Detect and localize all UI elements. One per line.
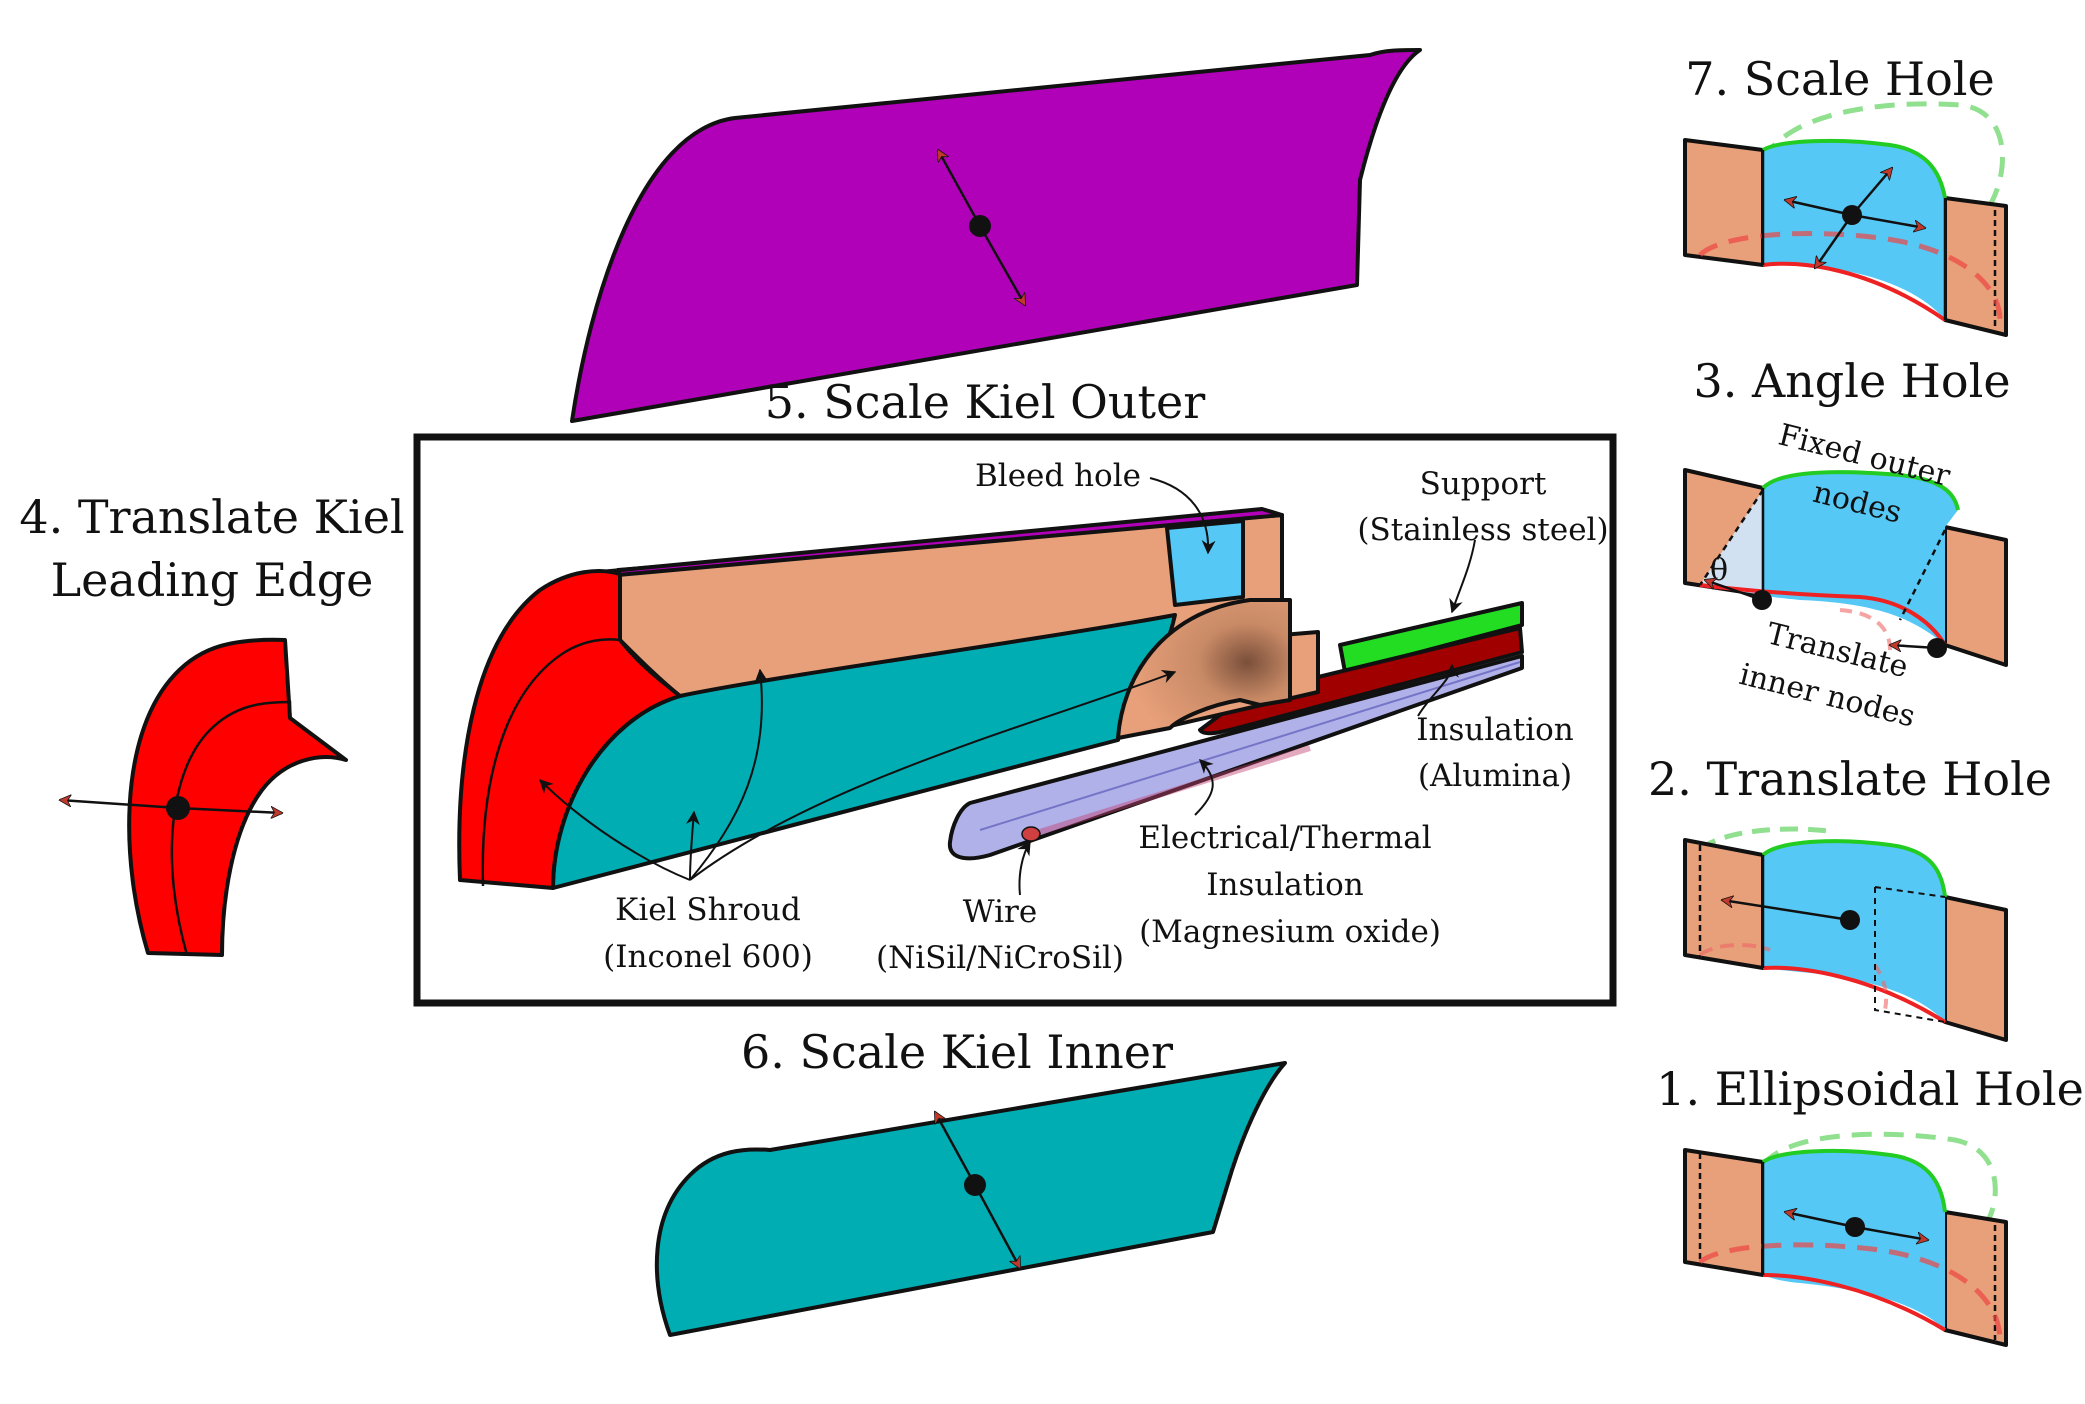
translate-hole-bottom-edge — [1762, 965, 1947, 1024]
outer-scale-center-dot — [969, 215, 991, 237]
scale-hole-panel: 7. Scale Hole — [1683, 52, 2008, 337]
scale-hole-top-edge — [1761, 138, 1947, 199]
scale-kiel-outer-panel: 5. Scale Kiel Outer — [570, 48, 1422, 429]
scale-hole-center-dot — [1842, 205, 1862, 225]
kiel-label-2: (Inconel 600) — [603, 939, 813, 975]
kiel-leader-1 — [539, 779, 691, 881]
kiel-label-1: Kiel Shroud — [615, 892, 801, 928]
scale-hole-left-block — [1683, 138, 1765, 267]
kiel-leader-2 — [685, 810, 700, 881]
angle-hole-right-block — [1943, 525, 2008, 667]
translate-hole-title: 2. Translate Hole — [1648, 752, 2052, 806]
insulation-label-2: (Alumina) — [1418, 758, 1572, 794]
kiel-cross-section — [1116, 598, 1292, 740]
angle-hole-panel: 3. Angle Hole θ Fixed outer nodes Transl… — [1683, 354, 2011, 734]
wire-label-2: (NiSil/NiCroSil) — [876, 940, 1124, 976]
elec-label-3: (Magnesium oxide) — [1139, 914, 1441, 950]
scale-hole-right-block — [1943, 196, 2008, 337]
ellipsoidal-hole-panel: 1. Ellipsoidal Hole — [1656, 1062, 2084, 1347]
translate-kiel-title-2: Leading Edge — [51, 553, 374, 607]
angle-hole-bottom-edge — [1699, 583, 1947, 647]
outer-shroud-surface — [570, 48, 1422, 423]
le-translate-arrow — [60, 800, 179, 810]
wire-label-1: Wire — [963, 894, 1037, 930]
scale-kiel-inner-panel: 6. Scale Kiel Inner — [654, 1025, 1287, 1337]
insulation-label-1: Insulation — [1416, 712, 1574, 748]
ellipsoidal-hole-bottom-edge — [1762, 1273, 1947, 1332]
translate-hole-panel: 2. Translate Hole — [1648, 752, 2052, 1042]
elec-label-1: Electrical/Thermal — [1138, 820, 1431, 856]
angle-hole-wedge — [1700, 490, 1763, 595]
bleed-hole-leader — [1149, 477, 1216, 555]
probe-cutaway-panel: Bleed hole Support (Stainless steel) Ins… — [413, 433, 1617, 1007]
angle-hole-dot-left — [1752, 590, 1772, 610]
support-leader — [1449, 539, 1476, 614]
scale-hole-fill — [1763, 140, 1945, 320]
scale-hole-bottom-edge — [1762, 261, 1947, 322]
angle-hole-top-edge — [1761, 470, 1960, 511]
angle-hole-title: 3. Angle Hole — [1693, 354, 2010, 408]
bleed-hole-label: Bleed hole — [975, 458, 1141, 494]
kiel-leader-3 — [689, 668, 769, 881]
ellipsoidal-hole-fill — [1763, 1150, 1945, 1330]
outer-scale-arrow — [978, 225, 1027, 305]
translate-hole-center-dot — [1840, 910, 1860, 930]
elec-label-2: Insulation — [1206, 867, 1364, 903]
support-label-2: (Stainless steel) — [1357, 512, 1608, 548]
kiel-leader-4 — [689, 669, 1177, 881]
elec-leader — [1194, 759, 1214, 816]
insulation-leader — [1417, 663, 1459, 717]
scale-hole-inner-dash — [1698, 230, 2003, 321]
alumina-insulation — [1198, 626, 1524, 736]
ellipsoidal-hole-title: 1. Ellipsoidal Hole — [1656, 1062, 2084, 1116]
scale-kiel-inner-title: 6. Scale Kiel Inner — [741, 1025, 1173, 1079]
bleed-hole — [1165, 519, 1245, 607]
inner-scale-arrow — [973, 1184, 1022, 1268]
le-center-dot — [166, 796, 190, 820]
wire-leader — [1017, 840, 1031, 896]
wire-tip — [1021, 826, 1041, 842]
translate-hole-top-edge — [1761, 839, 1947, 898]
support-tube — [1338, 601, 1524, 674]
translate-kiel-title-1: 4. Translate Kiel — [19, 490, 404, 544]
support-label-1: Support — [1420, 466, 1547, 502]
inner-scale-center-dot — [964, 1174, 986, 1196]
wire-core — [1029, 745, 1311, 838]
translate-hole-right-block — [1943, 895, 2008, 1042]
ellipsoidal-hole-left-block — [1683, 1148, 1765, 1277]
scale-hole-title: 7. Scale Hole — [1685, 52, 1995, 106]
scale-hole-outer-dash — [1760, 101, 2005, 207]
leading-edge-block — [127, 637, 348, 957]
scale-kiel-outer-title: 5. Scale Kiel Outer — [765, 375, 1205, 429]
translate-hole-fill — [1763, 841, 1945, 1022]
kiel-leading-edge — [457, 569, 682, 890]
ellipsoidal-hole-top-edge — [1761, 1149, 1947, 1213]
inner-shroud-surface — [654, 1061, 1287, 1337]
angle-hole-dot-right — [1927, 638, 1947, 658]
ellipsoidal-hole-center-dot — [1845, 1217, 1865, 1237]
translate-kiel-le-panel: 4. Translate Kiel Leading Edge — [19, 490, 405, 957]
translate-hole-ghost-box — [1874, 886, 1946, 1023]
